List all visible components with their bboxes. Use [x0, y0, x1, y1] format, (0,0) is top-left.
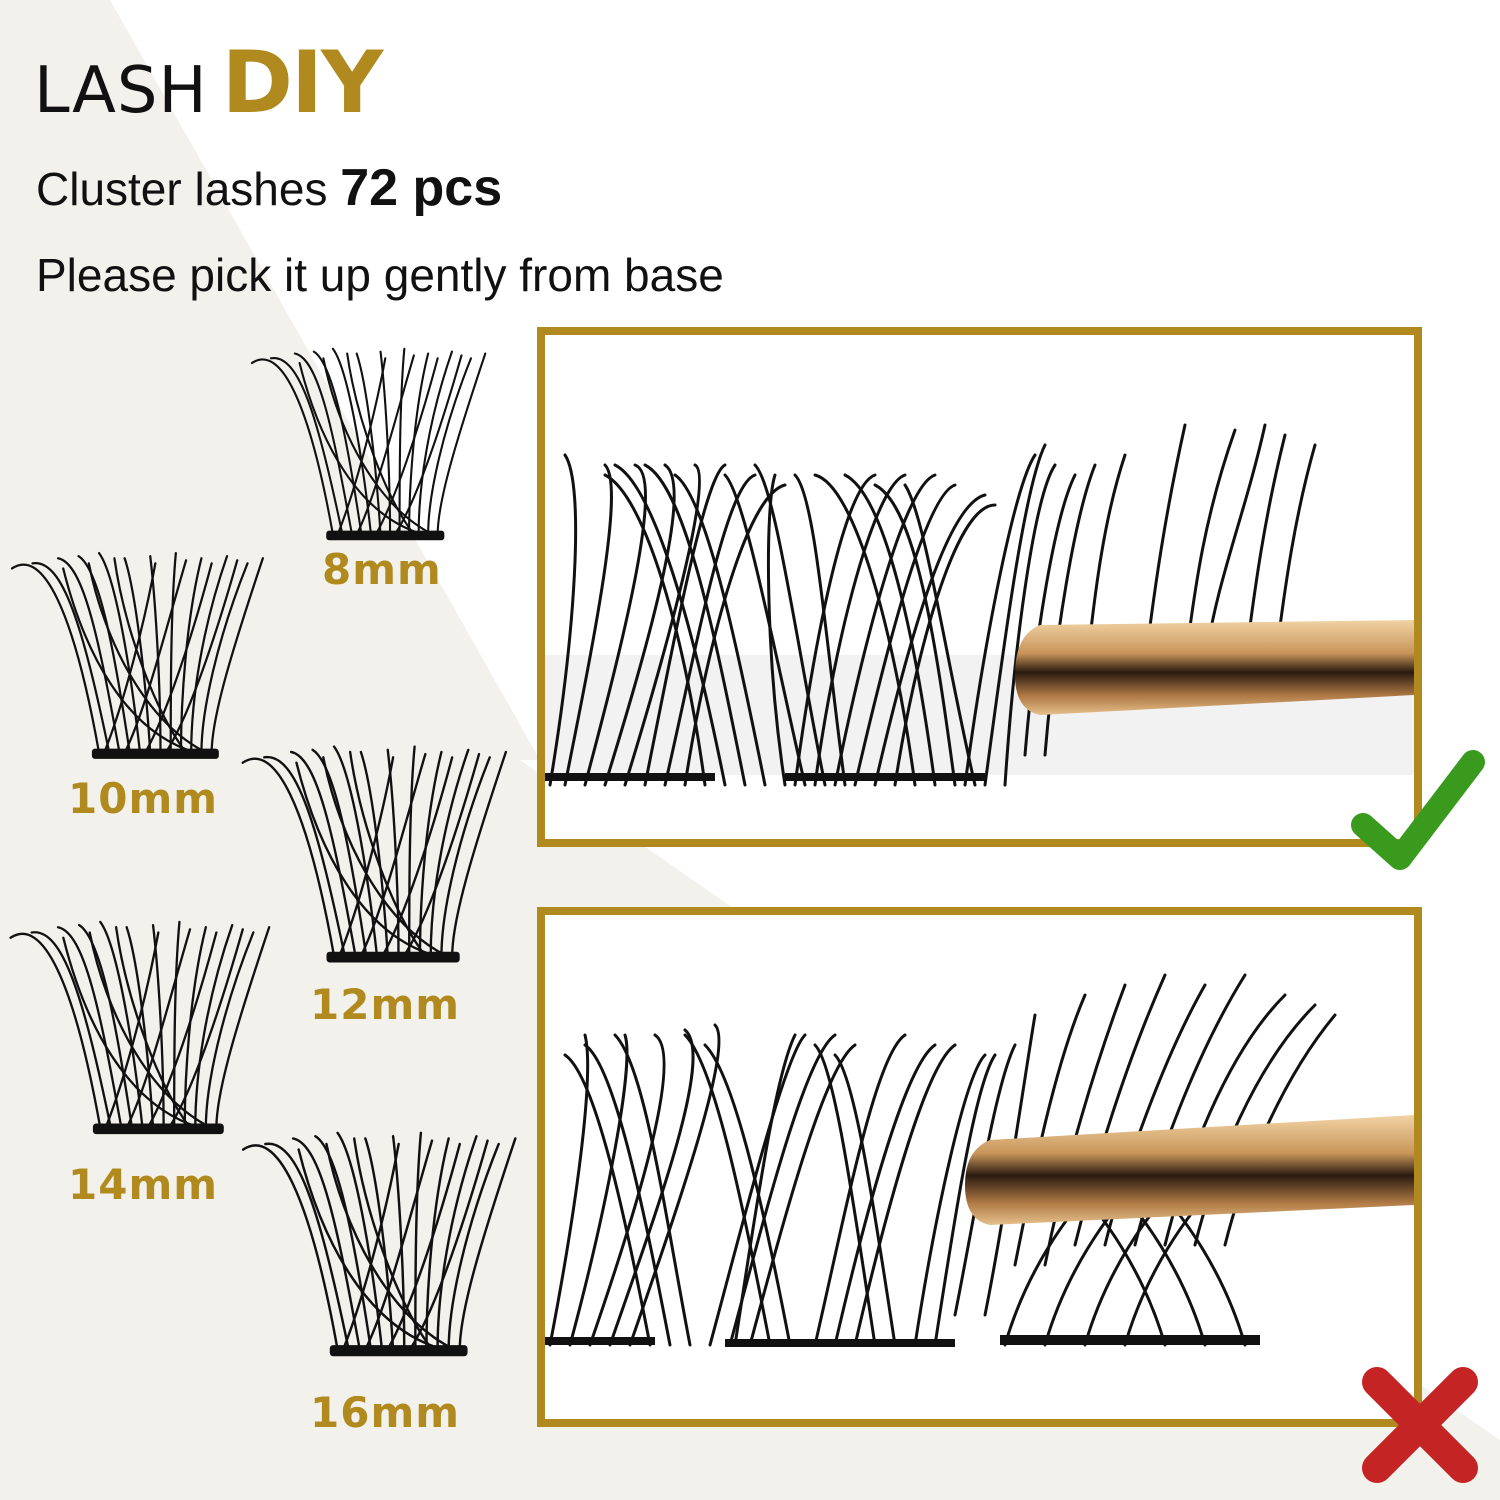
lash-cluster-10mm [0, 548, 280, 763]
lash-cluster-image [10, 551, 264, 761]
instruction-text: Please pick it up gently from base [36, 249, 724, 301]
correct-pickup-panel [537, 327, 1422, 847]
size-label-12mm: 12mm [310, 980, 460, 1029]
size-label-8mm: 8mm [322, 545, 442, 594]
lash-cluster-16mm [232, 1110, 532, 1378]
title-diy: DIY [221, 33, 384, 133]
subtitle-prefix: Cluster lashes [36, 163, 328, 215]
check-icon [1351, 750, 1485, 870]
size-label-14mm: 14mm [68, 1160, 218, 1209]
size-label-16mm: 16mm [310, 1388, 460, 1437]
title-lash: LASH [34, 54, 208, 128]
lash-cluster-8mm [236, 344, 506, 544]
size-label-10mm: 10mm [68, 774, 218, 823]
product-count-line: Cluster lashes 72 pcs [36, 158, 502, 218]
lash-cluster-image [241, 1131, 517, 1358]
cross-icon [1362, 1367, 1478, 1483]
tweezers-at-base-photo [545, 423, 1414, 787]
subtitle-count: 72 pcs [340, 159, 503, 217]
tweezers-at-middle-photo [545, 973, 1414, 1347]
lash-cluster-image [250, 347, 487, 542]
incorrect-pickup-panel [537, 907, 1422, 1427]
